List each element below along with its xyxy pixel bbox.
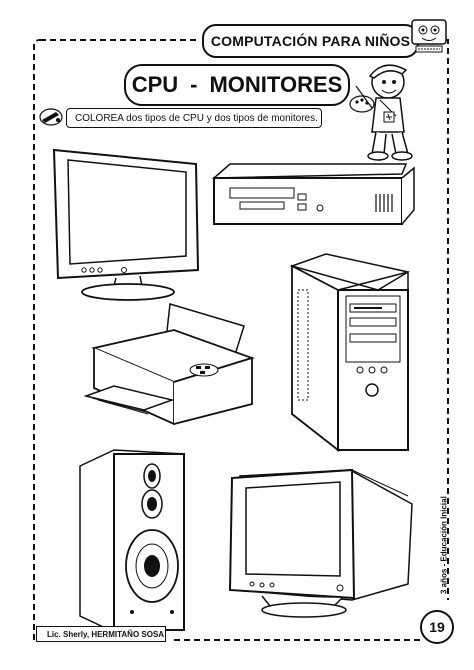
flat-monitor-illustration <box>52 148 200 301</box>
instruction-text: COLOREA dos tipos de CPU y dos tipos de … <box>75 112 318 124</box>
side-caption: 3 años - Educación Inicial <box>438 490 450 600</box>
page-title: CPU - MONITORES <box>124 64 350 106</box>
crt-monitor-illustration <box>228 468 413 618</box>
printer-illustration <box>84 303 255 426</box>
footer-credit-text: Lic. Sherly, HERMITAÑO SOSA <box>47 629 165 639</box>
desktop-cpu-illustration <box>211 163 415 225</box>
title-monitores: MONITORES <box>209 72 343 97</box>
title-dash: - <box>190 72 198 97</box>
tower-cpu-illustration <box>289 253 411 452</box>
title-cpu: CPU <box>131 72 179 97</box>
footer-credit: Lic. Sherly, HERMITAÑO SOSA <box>36 626 166 642</box>
page-number: 19 <box>429 619 445 635</box>
instruction-box: COLOREA dos tipos de CPU y dos tipos de … <box>66 108 322 128</box>
pencil-icon <box>39 108 63 126</box>
header-banner: COMPUTACIÓN PARA NIÑOS <box>202 24 419 58</box>
mascot-computer-icon <box>411 19 447 53</box>
page-number-badge: 19 <box>420 610 454 644</box>
header-banner-text: COMPUTACIÓN PARA NIÑOS <box>210 33 411 49</box>
painter-boy-illustration <box>349 64 413 161</box>
speaker-illustration <box>79 449 185 633</box>
side-caption-text: 3 años - Educación Inicial <box>439 496 449 594</box>
